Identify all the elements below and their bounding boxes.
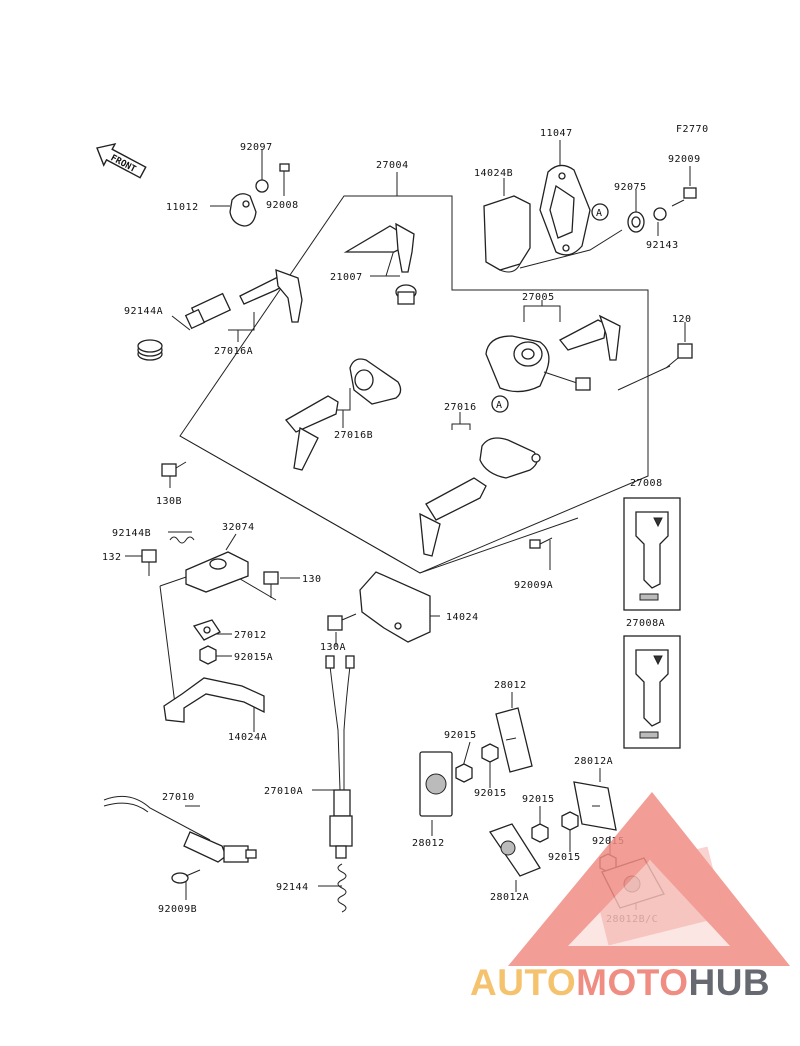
callout-marker-a-1: A [591,203,609,221]
spring-92144B-icon [169,536,195,544]
part-label-14024b: 14024B [474,168,513,179]
part-label-27016: 27016 [444,402,477,413]
part-label-92009b: 92009B [158,904,197,915]
part-label-92009a: 92009A [514,580,553,591]
lock-27016B-icon [285,358,402,471]
part-label-27010a: 27010A [264,786,303,797]
nut-92015A-icon [199,645,217,665]
cover-plate-11012-icon [229,193,257,227]
callout-letter: A [496,400,503,411]
collar-92143-icon [653,207,667,221]
watermark-text: AUTOMOTOHUB [470,962,770,1004]
front-arrow-icon: FRONT [96,142,147,179]
part-label-92008: 92008 [266,200,299,211]
gasket-11047-icon [539,164,591,256]
part-label-130: 130 [302,574,322,585]
key-blank-27008-box [623,497,681,611]
part-label-28012b: 28012 [412,838,445,849]
part-label-27016a: 27016A [214,346,253,357]
part-label-132: 132 [102,552,122,563]
part-label-92015b: 92015 [474,788,507,799]
switch-27010A-icon [325,655,355,859]
nut-92015-icon-4 [561,811,579,831]
switch-27010-icon [103,795,257,863]
nut-92015-icon-2 [481,743,499,763]
part-label-27008: 27008 [630,478,663,489]
part-label-11012: 11012 [166,202,199,213]
ignition-switch-27005-icon [485,314,621,393]
bolt-130-icon [263,571,279,598]
part-label-130a: 130A [320,642,346,653]
plate-27012-icon [192,619,221,641]
part-label-130b: 130B [156,496,182,507]
spring-92144-icon [337,863,347,913]
part-label-14024a: 14024A [228,732,267,743]
part-label-92015d: 92015 [548,852,581,863]
bolt-130A-icon [327,613,357,631]
callout-letter: A [596,208,603,219]
assembly-frame-inner [179,435,579,574]
spring-92144A-icon [137,339,163,361]
part-labels: 92097 92008 11012 27004 11047 14024B 920… [102,128,701,925]
bracket-14024-icon [359,571,431,643]
screw-92009B-icon [171,869,201,884]
screw-92009A-icon [529,537,553,549]
watermark-hub: HUB [688,962,771,1003]
part-label-120: 120 [672,314,692,325]
key-cylinder-27016A-icon [184,269,303,330]
part-label-92144: 92144 [276,882,309,893]
key-bracket-32074-icon [185,551,249,593]
part-label-92144b: 92144B [112,528,151,539]
part-label-27016b: 27016B [334,430,373,441]
nut-92015-icon-3 [531,823,549,843]
bolt-120-icon [665,343,693,369]
nut-92015-icon-1 [455,763,473,783]
bolt-130B-icon [161,461,187,477]
part-label-28012a2: 28012A [490,892,529,903]
part-label-92009: 92009 [668,154,701,165]
part-label-27005: 27005 [522,292,555,303]
cover-28012-top-icon [495,707,533,773]
bolt-92008-icon [279,163,290,190]
screw-92009-icon [671,187,697,207]
part-label-92015a: 92015A [234,652,273,663]
watermark-logo-icon [508,792,790,966]
part-label-21007: 21007 [330,272,363,283]
part-label-27008a: 27008A [626,618,665,629]
part-label-28012a: 28012A [574,756,613,767]
callout-marker-a-2: A [491,395,509,413]
part-label-92015a: 92015 [444,730,477,741]
bracket-14024B-icon [483,195,531,273]
part-label-14024: 14024 [446,612,479,623]
grommet-92075-icon [627,211,645,233]
part-label-27010: 27010 [162,792,195,803]
bolt-132-icon [141,549,157,576]
bracket-14024A-icon [163,677,265,723]
seat-lock-27016-icon [419,437,541,557]
washer-92097-icon [255,179,269,193]
assembly-frame-27004 [179,195,649,574]
watermark-moto: MOTO [576,962,689,1003]
part-label-92143: 92143 [646,240,679,251]
part-label-92015e: 92015 [592,836,625,847]
part-label-27012: 27012 [234,630,267,641]
key-blank-27008A-box [623,635,681,749]
keys-21007-icon [343,222,417,305]
part-label-92097: 92097 [240,142,273,153]
reflector-28012-icon [419,751,453,817]
cover-28012A-right-icon [573,781,617,831]
part-label-92015c: 92015 [522,794,555,805]
part-label-11047: 11047 [540,128,573,139]
figure-code: F2770 [676,124,709,135]
part-label-92075: 92075 [614,182,647,193]
part-label-32074: 32074 [222,522,255,533]
watermark-auto: AUTO [470,962,577,1003]
part-label-27004: 27004 [376,160,409,171]
reflector-28012A-icon [488,823,541,877]
part-label-28012: 28012 [494,680,527,691]
part-label-92144a: 92144A [124,306,163,317]
